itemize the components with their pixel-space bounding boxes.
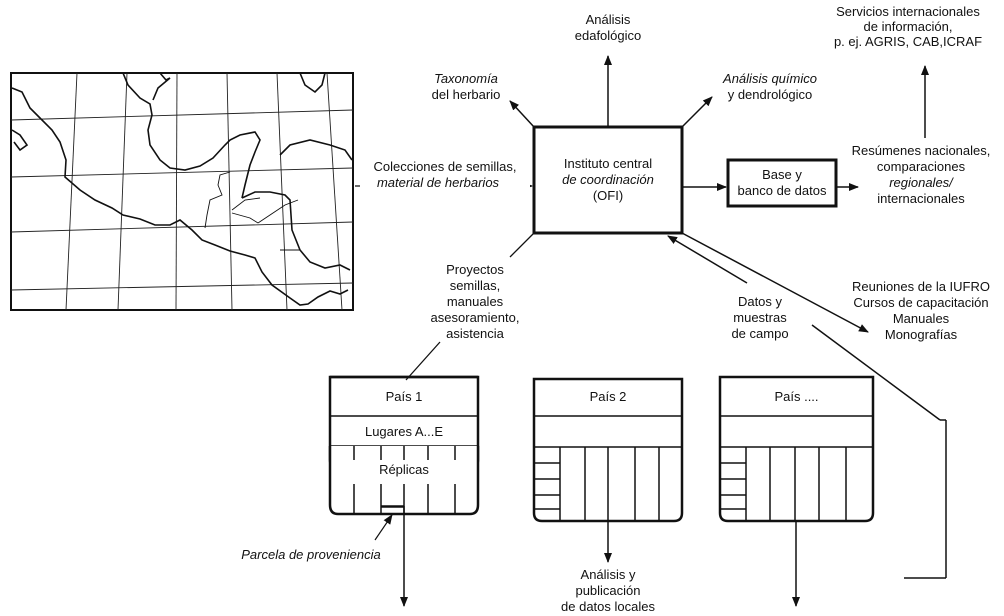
database-box bbox=[726, 158, 838, 208]
country-3-box bbox=[718, 375, 875, 523]
country-3-name: País .... bbox=[774, 389, 819, 404]
iufro-line1: Reuniones de la IUFRO bbox=[851, 279, 990, 294]
map-coastlines bbox=[11, 72, 353, 306]
summaries-line1: Resúmenes nacionales, bbox=[851, 143, 991, 158]
projects-label: Proyectos semillas, manuales asesoramien… bbox=[420, 262, 530, 342]
arrow-to-chemical-analysis bbox=[681, 96, 713, 128]
country-1-replicates: Réplicas bbox=[379, 462, 429, 477]
intl-services-line2: de información, bbox=[863, 19, 953, 34]
projects-line-top bbox=[509, 232, 535, 258]
country-2-name: País 2 bbox=[589, 389, 627, 404]
soil-analysis-line1: Análisis bbox=[585, 12, 631, 27]
local-analysis-line3: de datos locales bbox=[561, 599, 655, 614]
intl-services-line1: Servicios internacionales bbox=[836, 4, 980, 19]
map-grid bbox=[10, 72, 354, 311]
intl-services-line3: p. ej. AGRIS, CAB,ICRAF bbox=[833, 34, 983, 49]
summaries-line3: regionales/ bbox=[889, 175, 953, 190]
iufro-line4: Monografías bbox=[884, 327, 958, 342]
iufro-label: Reuniones de la IUFRO Cursos de capacita… bbox=[838, 279, 1004, 343]
central-line1: Instituto central bbox=[563, 156, 653, 171]
collections-line2: material de herbarios bbox=[376, 175, 500, 190]
arrow-field-data-to-central bbox=[667, 235, 748, 284]
local-analysis-line1: Análisis y bbox=[580, 567, 636, 582]
projects-line4: asesoramiento, bbox=[430, 310, 520, 325]
local-analysis-line2: publicación bbox=[575, 583, 641, 598]
field-data-line-diagonal bbox=[811, 324, 941, 421]
field-data-label: Datos y muestras de campo bbox=[720, 294, 800, 342]
iufro-line2: Cursos de capacitación bbox=[853, 295, 989, 310]
database-text: Base y banco de datos bbox=[728, 167, 836, 199]
chemical-analysis-label: Análisis químico y dendrológico bbox=[700, 71, 840, 103]
map-graphic bbox=[10, 72, 354, 311]
country-1-sites: Lugares A...E bbox=[364, 424, 444, 439]
database-line2: banco de datos bbox=[737, 183, 827, 198]
arrow-to-iufro bbox=[681, 232, 869, 333]
taxonomy-line2: del herbario bbox=[431, 87, 501, 102]
local-analysis-label: Análisis y publicación de datos locales bbox=[550, 567, 666, 615]
database-line1: Base y bbox=[762, 167, 802, 182]
central-line2: de coordinación bbox=[562, 172, 654, 187]
summaries-line4: internacionales bbox=[877, 191, 965, 206]
country-1-name: País 1 bbox=[385, 389, 423, 404]
projects-line2: semillas, bbox=[449, 278, 501, 293]
plot-origin-label: Parcela de proveniencia bbox=[241, 547, 381, 562]
iufro-line3: Manuales bbox=[892, 311, 950, 326]
map-borders bbox=[204, 171, 300, 251]
soil-analysis-line2: edafológico bbox=[574, 28, 642, 43]
summaries-label: Resúmenes nacionales, comparaciones regi… bbox=[838, 143, 1004, 207]
field-data-line3: de campo bbox=[731, 326, 789, 341]
taxonomy-line1: Taxonomía bbox=[434, 71, 498, 86]
summaries-line2: comparaciones bbox=[876, 159, 966, 174]
collections-line1: Colecciones de semillas, bbox=[373, 159, 517, 174]
soil-analysis-label: Análisis edafológico bbox=[560, 12, 656, 44]
collections-label: Colecciones de semillas, material de her… bbox=[360, 159, 530, 191]
field-data-line2: muestras bbox=[733, 310, 787, 325]
chemical-analysis-line1: Análisis químico bbox=[723, 71, 817, 86]
projects-line3: manuales bbox=[446, 294, 504, 309]
projects-line1: Proyectos bbox=[446, 262, 504, 277]
country-2-box bbox=[532, 377, 684, 523]
field-data-line1: Datos y bbox=[737, 294, 783, 309]
intl-services-label: Servicios internacionales de información… bbox=[816, 4, 1000, 49]
arrow-plot-label bbox=[374, 514, 393, 541]
central-line3: (OFI) bbox=[592, 188, 624, 203]
taxonomy-label: Taxonomía del herbario bbox=[416, 71, 516, 103]
central-institute-text: Instituto central de coordinación (OFI) bbox=[534, 156, 682, 204]
arrow-to-taxonomy bbox=[509, 100, 535, 128]
projects-line-bottom bbox=[405, 341, 441, 381]
projects-line5: asistencia bbox=[446, 326, 504, 341]
chemical-analysis-line2: y dendrológico bbox=[727, 87, 813, 102]
